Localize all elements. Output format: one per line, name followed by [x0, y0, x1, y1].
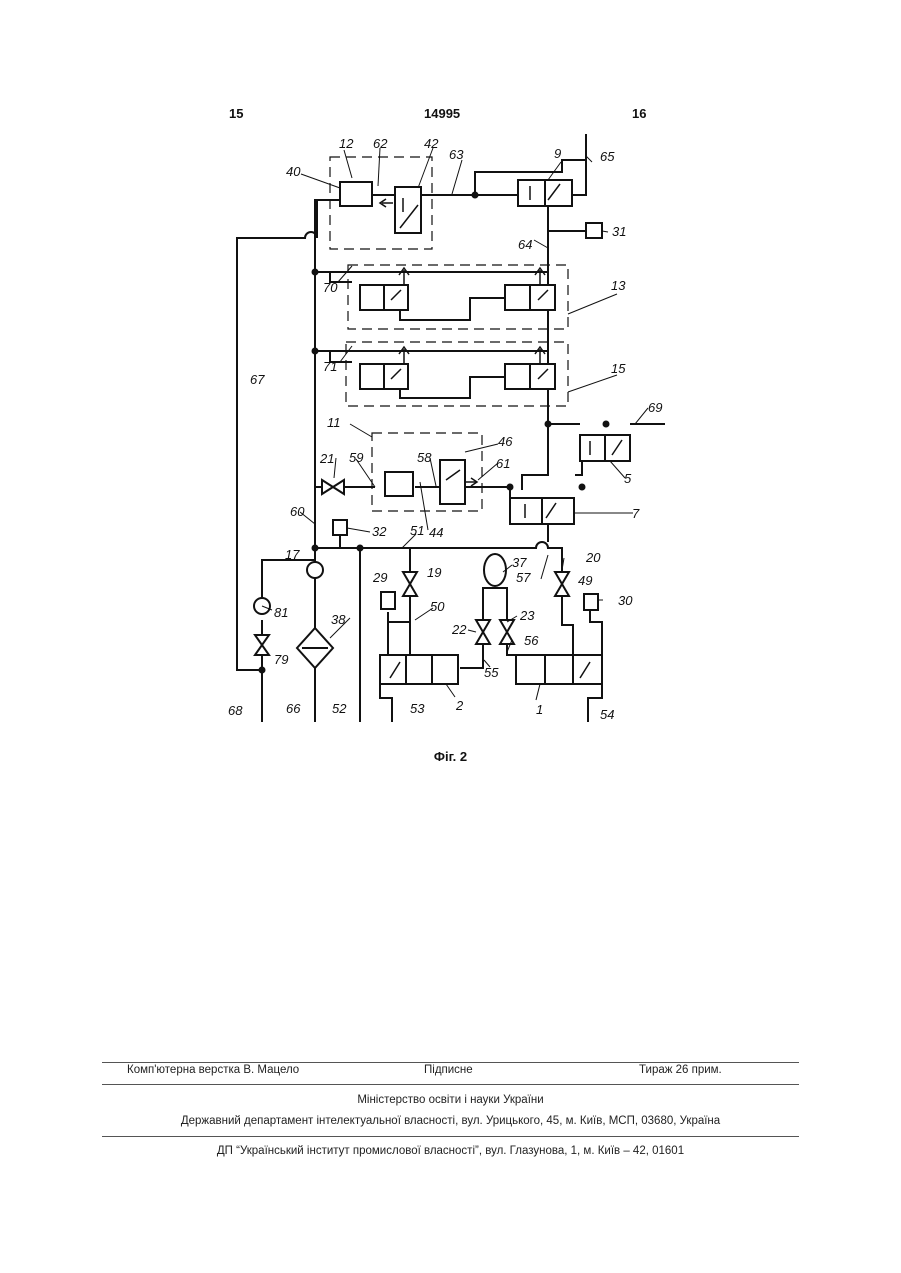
label-57: 57	[516, 570, 531, 585]
label-7: 7	[632, 506, 640, 521]
label-65: 65	[600, 149, 615, 164]
label-38: 38	[331, 612, 346, 627]
footer-signed: Підписне	[424, 1064, 473, 1076]
label-11: 11	[327, 415, 341, 430]
label-68: 68	[228, 703, 243, 718]
valve-79	[255, 635, 269, 655]
label-70: 70	[323, 280, 338, 295]
valve-1	[516, 655, 602, 684]
label-50: 50	[430, 599, 445, 614]
label-64: 64	[518, 237, 532, 252]
valve-46	[440, 460, 465, 504]
label-49: 49	[578, 573, 592, 588]
check-valve-17	[307, 562, 323, 578]
label-53: 53	[410, 701, 425, 716]
sensor-31	[586, 223, 602, 238]
valve-19	[403, 572, 417, 596]
label-15: 15	[611, 361, 626, 376]
label-81: 81	[274, 605, 288, 620]
label-66: 66	[286, 701, 301, 716]
valve-2	[380, 655, 458, 684]
label-54: 54	[600, 707, 614, 722]
label-30: 30	[618, 593, 633, 608]
divider	[102, 1062, 799, 1063]
valve-20	[555, 572, 569, 596]
label-19: 19	[427, 565, 441, 580]
footer-circulation: Тираж 26 прим.	[639, 1064, 722, 1076]
accumulator-37	[484, 554, 506, 586]
label-29: 29	[372, 570, 387, 585]
label-60: 60	[290, 504, 305, 519]
label-79: 79	[274, 652, 288, 667]
label-58: 58	[417, 450, 432, 465]
sensor-30	[584, 594, 598, 610]
label-31: 31	[612, 224, 626, 239]
divider	[102, 1084, 799, 1085]
label-71: 71	[323, 359, 337, 374]
label-67: 67	[250, 372, 265, 387]
divider	[102, 1136, 799, 1137]
footer-ministry: Міністерство освіти і науки України	[0, 1094, 901, 1106]
sensor-32	[333, 520, 347, 535]
label-37: 37	[512, 555, 527, 570]
label-69: 69	[648, 400, 662, 415]
label-23: 23	[519, 608, 535, 623]
valve-21	[322, 480, 344, 494]
valve-42	[395, 187, 421, 233]
label-1: 1	[536, 702, 543, 717]
regulator-44	[385, 472, 413, 496]
valve-22	[476, 620, 490, 644]
line-60	[315, 200, 340, 548]
sensor-29	[381, 592, 395, 609]
label-20: 20	[585, 550, 601, 565]
label-46: 46	[498, 434, 513, 449]
label-59: 59	[349, 450, 363, 465]
label-61: 61	[496, 456, 510, 471]
label-2: 2	[455, 698, 464, 713]
label-22: 22	[451, 622, 467, 637]
label-42: 42	[424, 136, 439, 151]
label-32: 32	[372, 524, 387, 539]
label-62: 62	[373, 136, 388, 151]
label-13: 13	[611, 278, 626, 293]
label-5: 5	[624, 471, 632, 486]
label-44: 44	[429, 525, 443, 540]
label-40: 40	[286, 164, 301, 179]
footer-layout: Комп'ютерна верстка В. Мацело	[127, 1064, 299, 1076]
label-56: 56	[524, 633, 539, 648]
label-17: 17	[285, 547, 300, 562]
label-51: 51	[410, 523, 424, 538]
footer-institute: ДП “Український інститут промислової вла…	[0, 1145, 901, 1157]
footer-department: Державний департамент інтелектуальної вл…	[0, 1115, 901, 1127]
label-21: 21	[319, 451, 334, 466]
line-49	[562, 596, 573, 655]
label-55: 55	[484, 665, 499, 680]
label-9: 9	[554, 146, 561, 161]
regulator-12	[340, 182, 372, 206]
figure-caption: Фіг. 2	[0, 749, 901, 764]
label-12: 12	[339, 136, 354, 151]
label-52: 52	[332, 701, 347, 716]
label-63: 63	[449, 147, 464, 162]
